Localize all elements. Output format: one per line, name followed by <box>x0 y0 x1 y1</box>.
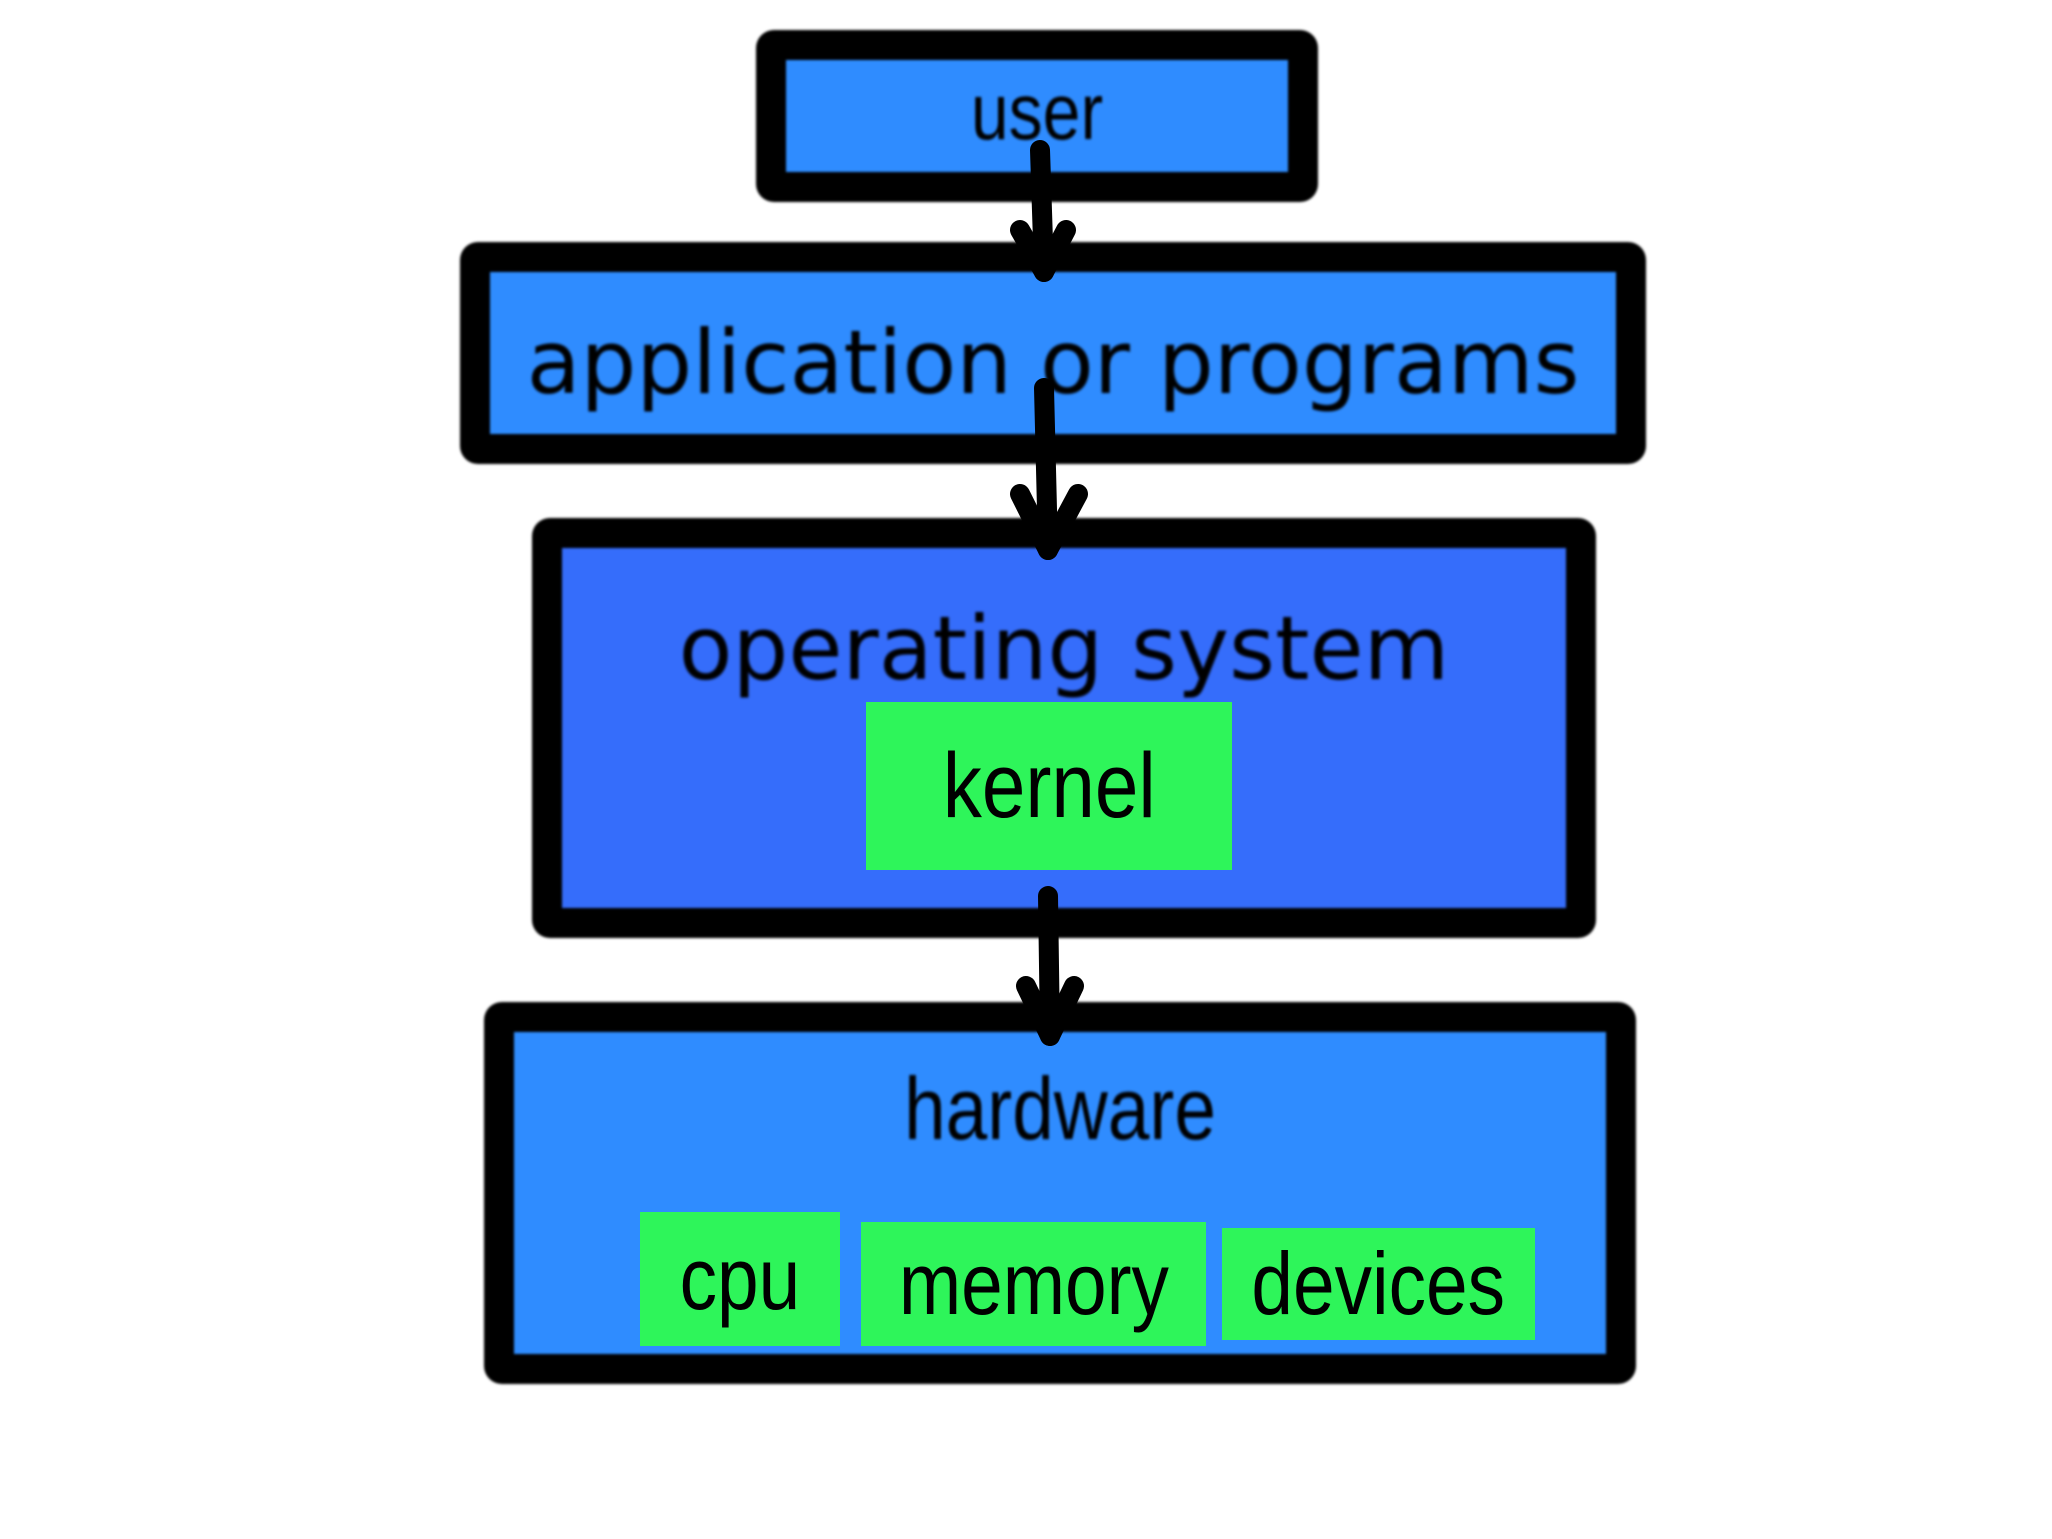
cpu-box: cpu <box>640 1212 840 1346</box>
user-layer: user <box>756 30 1318 202</box>
application-layer: application or programs <box>460 242 1646 464</box>
operating-system-layer: operating system <box>532 518 1596 938</box>
memory-box: memory <box>861 1222 1206 1346</box>
application-label: application or programs <box>526 311 1580 414</box>
operating-system-label: operating system <box>678 597 1450 700</box>
cpu-label: cpu <box>679 1229 801 1328</box>
devices-box: devices <box>1222 1228 1535 1340</box>
user-label: user <box>970 67 1104 156</box>
kernel-box: kernel <box>866 702 1232 870</box>
hardware-label: hardware <box>904 1059 1216 1158</box>
devices-label: devices <box>1251 1234 1506 1333</box>
memory-label: memory <box>898 1234 1169 1333</box>
kernel-label: kernel <box>942 734 1156 837</box>
